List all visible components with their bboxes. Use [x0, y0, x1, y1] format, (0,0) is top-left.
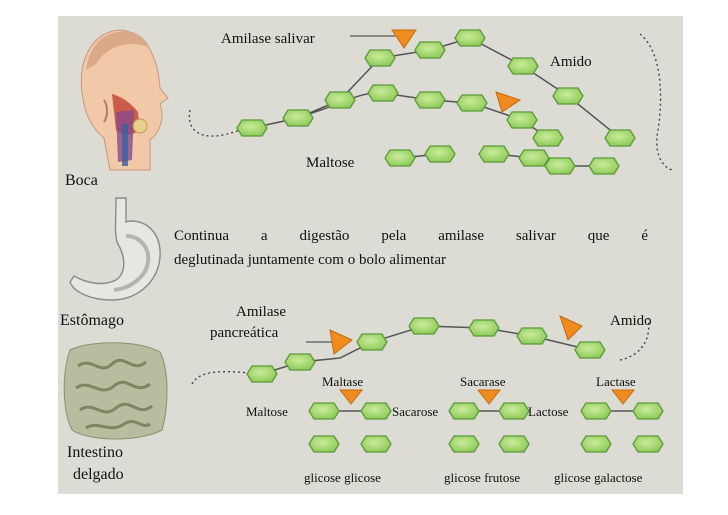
monosaccharides [308, 435, 664, 453]
lactose-label: Lactose [528, 404, 569, 419]
organ-label-boca: Boca [65, 172, 98, 189]
product-glicose-frutose: glicose frutose [444, 470, 521, 485]
organ-label-intestino: Intestino [67, 444, 123, 461]
stomach-text-line-2: deglutinada juntamente com o bolo alimen… [174, 252, 446, 268]
sacarose-label: Sacarose [392, 404, 439, 419]
stomach-text-line-1: Continua a digestão pela amilase salivar… [174, 228, 648, 244]
amilase-salivar-enzyme-2 [495, 91, 522, 113]
amilase-salivar-label: Amilase salivar [221, 31, 315, 47]
maltose-label-mouth: Maltose [306, 155, 355, 171]
amilase-label: Amilase [236, 304, 286, 320]
organ-label-estomago: Estômago [60, 312, 124, 329]
organ-label-delgado: delgado [73, 466, 124, 483]
product-glicose-galactose: glicose galactose [554, 470, 643, 485]
lactase-label: Lactase [596, 374, 636, 389]
head-illustration [80, 29, 169, 171]
lactase-enzyme [610, 389, 636, 405]
amilase-pancreatica-enzyme-2 [559, 315, 583, 341]
maltose-pair-1 [384, 145, 456, 167]
sacarose-molecule [448, 402, 530, 420]
product-glicose-glicose: glicose glicose [304, 470, 381, 485]
amido-label-mouth: Amido [550, 54, 592, 70]
maltose-label-intestine: Maltose [246, 404, 288, 419]
maltose-pair-3 [544, 157, 620, 175]
lactose-molecule [580, 402, 664, 420]
pancreatica-label: pancreática [210, 325, 279, 341]
amilase-pancreatica-enzyme [329, 329, 353, 355]
maltose-pair-2 [478, 145, 550, 167]
sacarase-enzyme [476, 389, 502, 405]
maltase-enzyme [338, 389, 364, 405]
maltose-molecule [308, 402, 392, 420]
amilase-salivar-enzyme [391, 29, 417, 49]
intestine-pathway [191, 315, 664, 453]
sacarase-label: Sacarase [460, 374, 506, 389]
amido-label-intestine: Amido [610, 313, 652, 329]
stomach-illustration [69, 197, 161, 301]
maltase-label: Maltase [322, 374, 364, 389]
mouth-pathway [188, 29, 673, 175]
intestine-illustration [63, 342, 168, 440]
stomach-description: Continua a digestão pela amilase salivar… [174, 224, 648, 272]
